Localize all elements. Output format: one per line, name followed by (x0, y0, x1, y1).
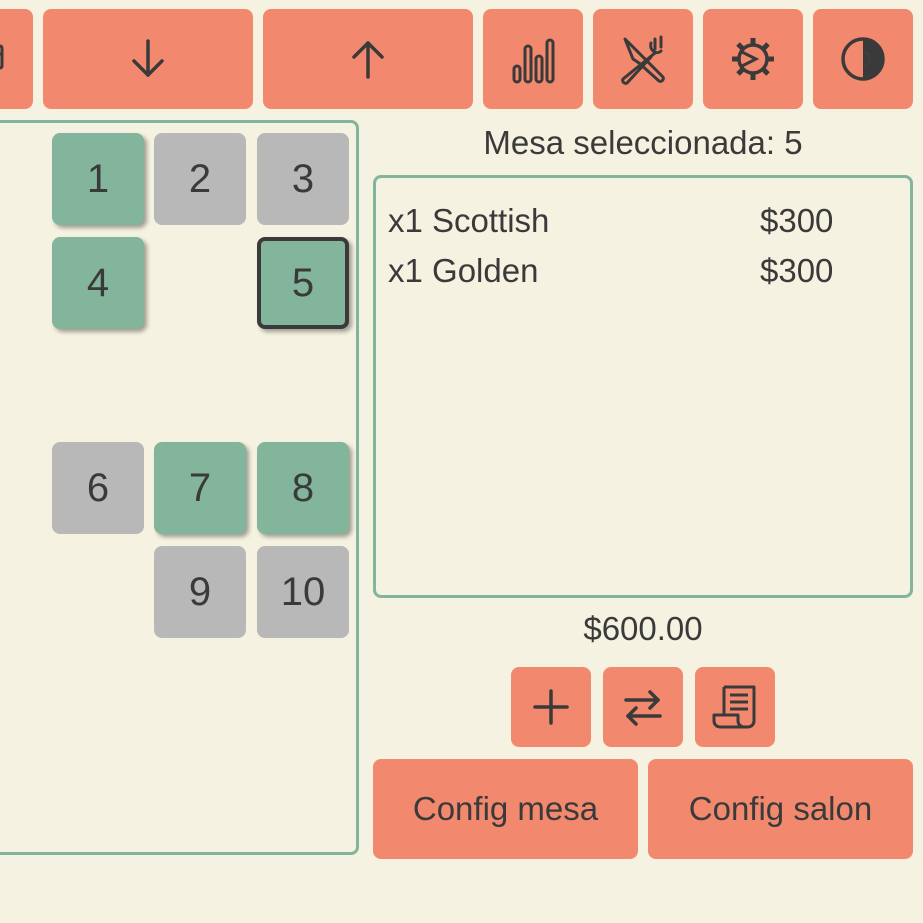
swap-arrows-icon (624, 690, 662, 726)
table-6[interactable]: 6 (52, 442, 144, 534)
order-item[interactable]: x1 Scottish $300 (388, 202, 838, 242)
theme-button[interactable] (813, 9, 913, 109)
order-total: $600.00 (583, 610, 703, 647)
table-1[interactable]: 1 (52, 133, 144, 225)
table-7[interactable]: 7 (154, 442, 246, 534)
selected-table-label: Mesa seleccionada: 5 (483, 124, 803, 161)
order-list: x1 Scottish $300 x1 Golden $300 (373, 175, 913, 598)
arrow-down-icon (132, 39, 164, 77)
gear-icon (732, 38, 774, 80)
order-item-price: $300 (760, 252, 834, 289)
receipt-icon (712, 685, 756, 729)
config-salon-button[interactable]: Config salon (648, 759, 913, 859)
table-4[interactable]: 4 (52, 237, 144, 329)
order-item-name: x1 Golden (388, 252, 539, 289)
arrow-up-icon (352, 41, 384, 79)
plus-icon (533, 689, 569, 725)
add-item-button[interactable] (511, 667, 591, 747)
menu-button[interactable] (593, 9, 693, 109)
table-3[interactable]: 3 (257, 133, 349, 225)
order-item[interactable]: x1 Golden $300 (388, 252, 838, 292)
receipt-button[interactable] (695, 667, 775, 747)
window-icon (0, 44, 4, 70)
order-item-price: $300 (760, 202, 834, 239)
bar-chart-icon (512, 38, 555, 84)
stats-button[interactable] (483, 9, 583, 109)
fork-knife-icon (621, 35, 665, 85)
order-item-name: x1 Scottish (388, 202, 550, 239)
partial-left-button[interactable] (0, 9, 33, 109)
config-mesa-button[interactable]: Config mesa (373, 759, 638, 859)
contrast-icon (841, 37, 885, 81)
move-down-button[interactable] (43, 9, 253, 109)
table-10[interactable]: 10 (257, 546, 349, 638)
table-9[interactable]: 9 (154, 546, 246, 638)
move-up-button[interactable] (263, 9, 473, 109)
transfer-table-button[interactable] (603, 667, 683, 747)
table-2[interactable]: 2 (154, 133, 246, 225)
table-8[interactable]: 8 (257, 442, 349, 534)
table-5[interactable]: 5 (257, 237, 349, 329)
settings-button[interactable] (703, 9, 803, 109)
